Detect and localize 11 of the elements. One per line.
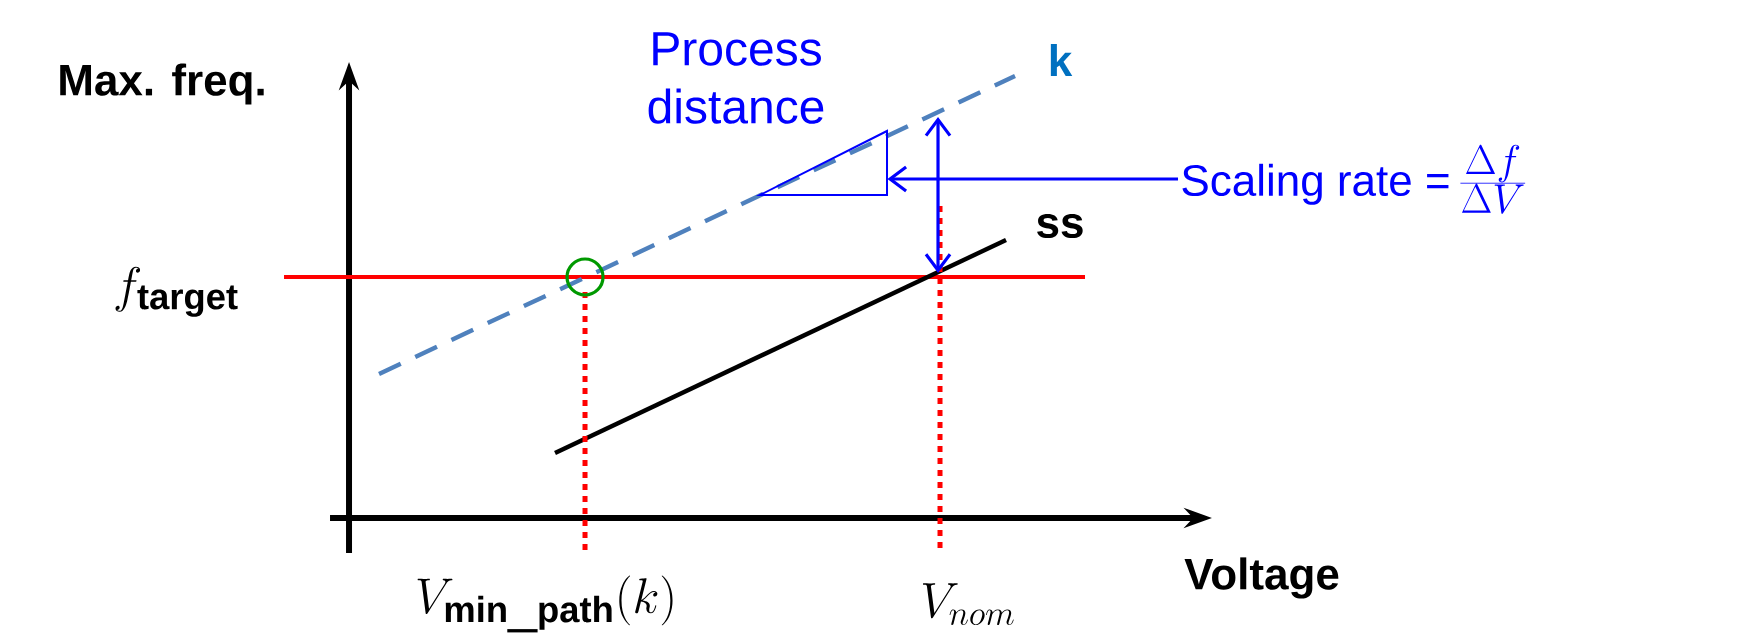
fraction-formula: $\frac{\Delta f}{\Delta V}$ bbox=[1460, 144, 1526, 214]
line-label: k bbox=[1050, 44, 1073, 76]
axis-value-label: $V_{nom}$ bbox=[923, 583, 1014, 626]
axis-label: Max. freq. bbox=[60, 63, 264, 105]
axis-value-label: $V_{\mathbf{min\_path}}(k)$ bbox=[417, 575, 673, 633]
label-text: Scaling rate = bbox=[1182, 163, 1449, 205]
arrow bbox=[887, 165, 1178, 193]
axis-value-label: $f_{\mathbf{target}}$ bbox=[115, 266, 238, 317]
axis-label: Voltage bbox=[1184, 557, 1339, 599]
annotation-text: Process distance bbox=[648, 32, 824, 124]
line-label: ss bbox=[1037, 213, 1083, 239]
